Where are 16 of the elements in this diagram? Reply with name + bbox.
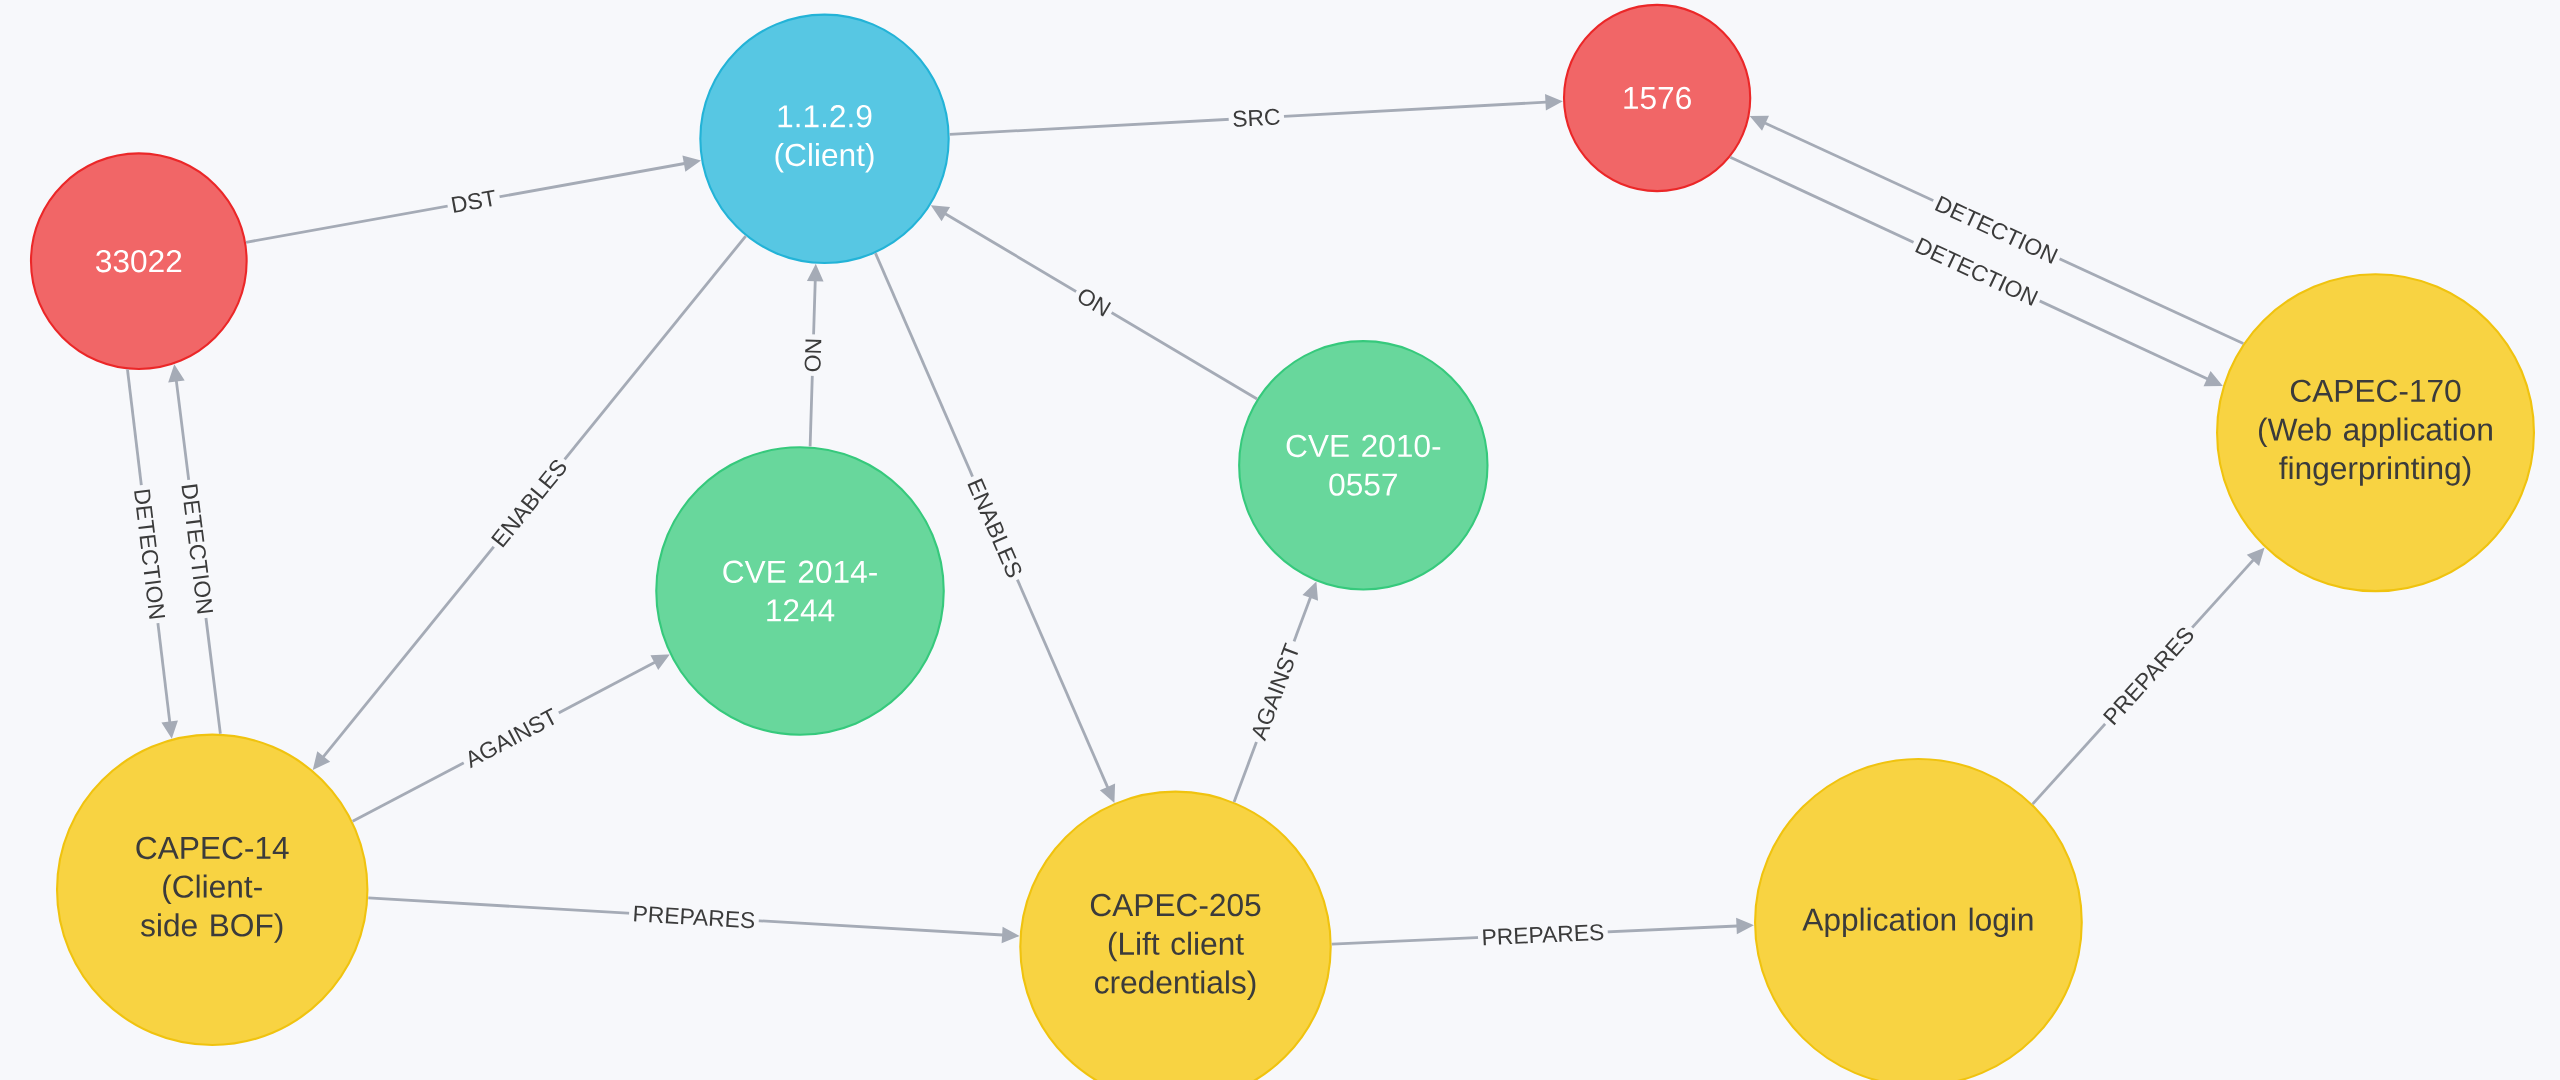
graph-node: CAPEC-170 (Web application fingerprinting) <box>2216 273 2535 593</box>
edge-label: DST <box>445 185 502 218</box>
graph-node: 1576 <box>1562 3 1752 193</box>
edge-label: PREPARES <box>628 901 760 933</box>
graph-node: CVE 2014-1244 <box>655 446 945 736</box>
graph-node: CVE 2010-0557 <box>1238 340 1489 591</box>
graph-node: CAPEC-205 (Lift client credentials) <box>1019 790 1332 1080</box>
edge-label: DETECTION <box>129 483 170 625</box>
edge-label: ON <box>1070 281 1118 323</box>
edge-label: SRC <box>1228 104 1285 131</box>
edge-label: PREPARES <box>1477 920 1609 950</box>
edge-label: DETECTION <box>177 478 218 620</box>
graph-node: 1.1.2.9 (Client) <box>699 13 950 264</box>
graph-node: Application login <box>1754 758 2083 1080</box>
graph-node: CAPEC-14 (Client-side BOF) <box>55 733 369 1047</box>
graph-node: 33022 <box>29 152 248 371</box>
